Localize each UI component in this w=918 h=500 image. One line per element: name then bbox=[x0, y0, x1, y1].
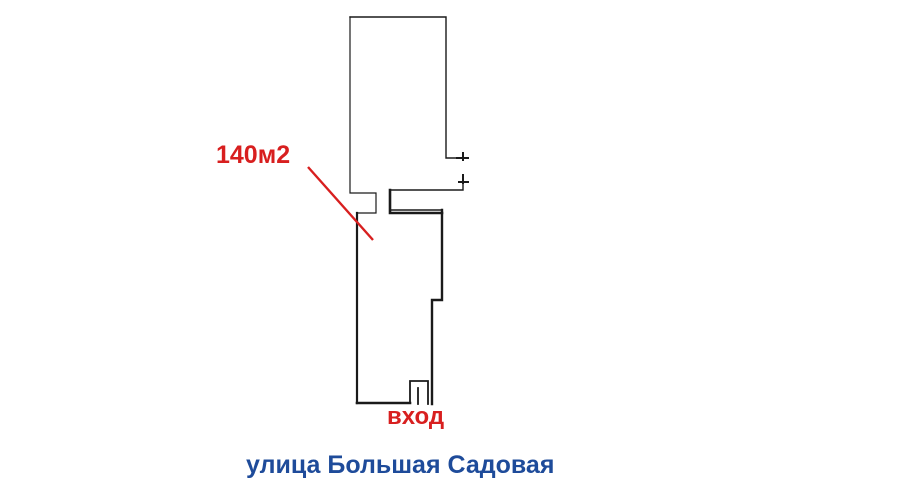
entrance-door-frame bbox=[409, 380, 429, 405]
upper-room-left-wall bbox=[349, 16, 377, 214]
entrance-label: вход bbox=[387, 403, 445, 430]
lower-room-right-wall bbox=[430, 208, 444, 406]
street-name-label: улица Большая Садовая bbox=[246, 451, 555, 479]
area-label: 140м2 bbox=[216, 141, 291, 169]
floor-plan-walls bbox=[349, 16, 469, 406]
upper-room-outline bbox=[349, 16, 464, 211]
corridor-wall bbox=[388, 188, 444, 215]
upper-right-opening bbox=[456, 152, 469, 184]
area-leader-line bbox=[307, 166, 374, 241]
